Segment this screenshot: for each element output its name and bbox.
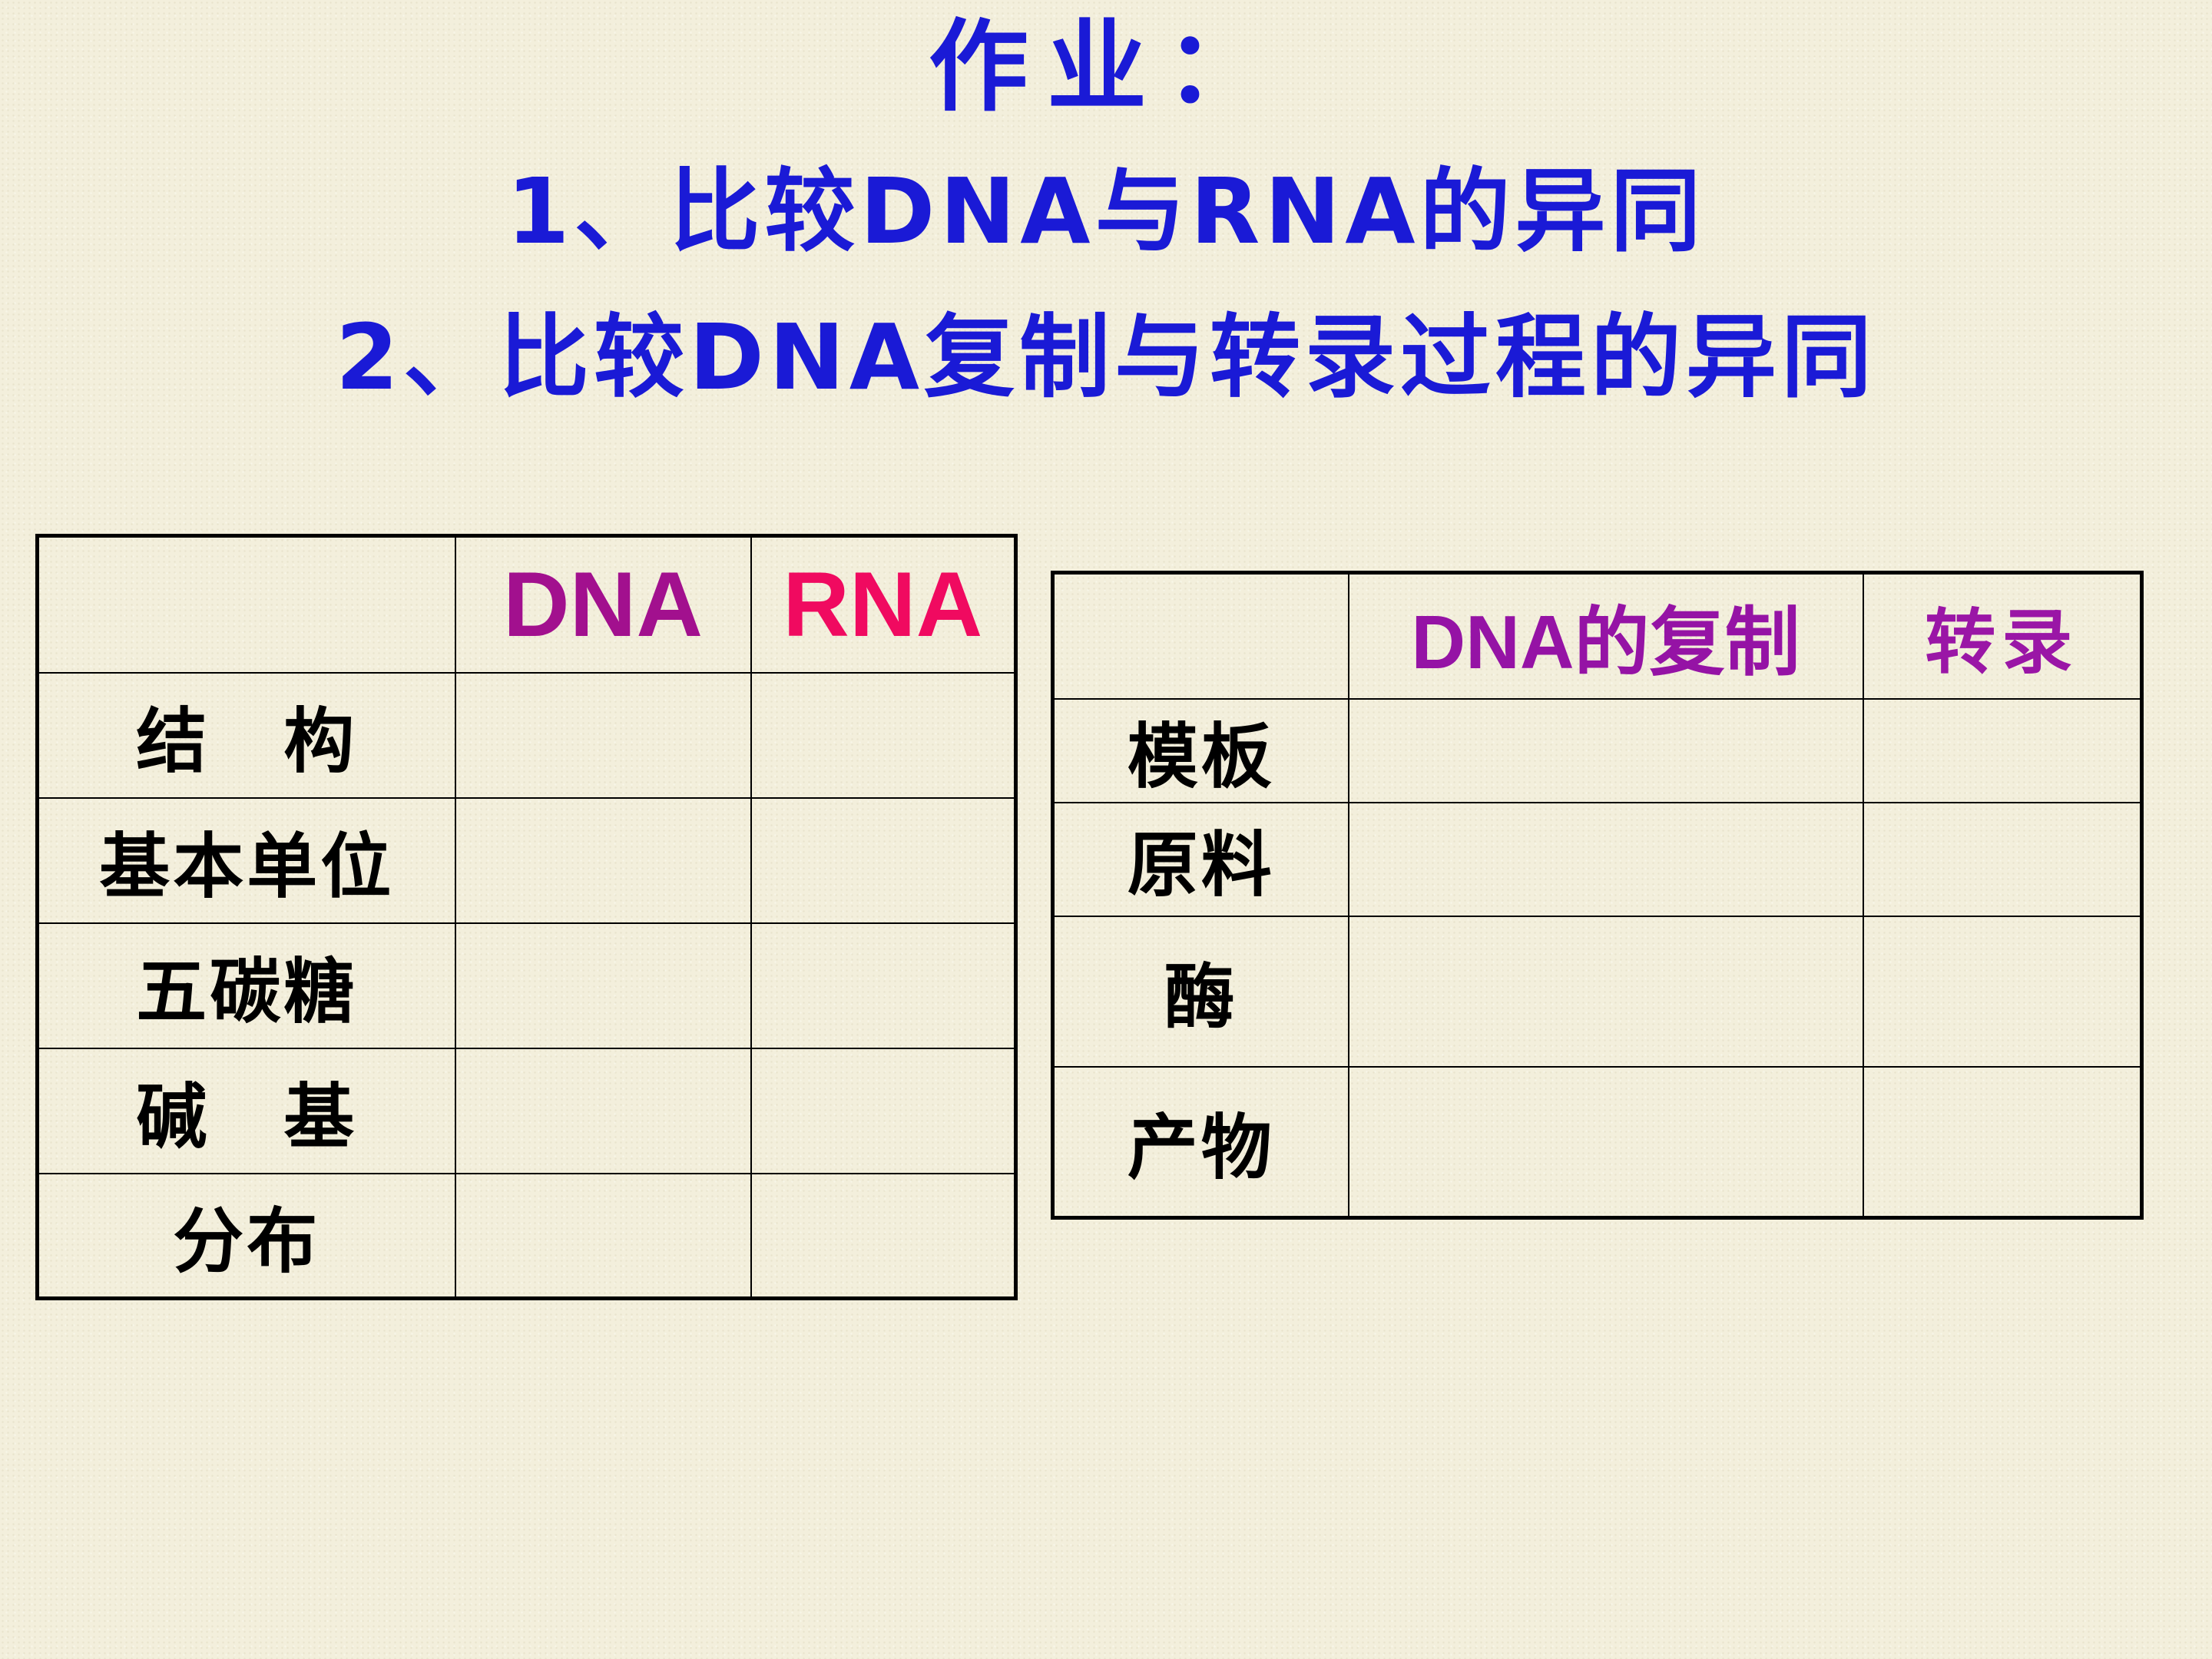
table-row: 原料 [1051,801,2143,917]
answer-cell-dna-basic-unit[interactable] [454,796,752,924]
row-label-raw-material: 原料 [1051,801,1349,917]
answer-cell-dna-pentose[interactable] [454,922,752,1049]
table-row: 结 构 [36,671,1017,799]
answer-cell-rna-basic-unit[interactable] [750,796,1017,924]
table-row: 基本单位 [36,796,1017,924]
answer-cell-transcription-enzyme[interactable] [1862,915,2143,1068]
header-empty-cell [1051,571,1349,700]
answer-cell-replication-raw-material[interactable] [1347,801,1864,917]
replication-transcription-table: DNA的复制 转录 模板 原料 酶 产物 [1051,571,2144,1220]
table-row: 碱 基 [36,1047,1017,1174]
row-label-pentose: 五碳糖 [36,922,456,1049]
table-header-row: DNA RNA [36,535,1017,674]
answer-cell-rna-pentose[interactable] [750,922,1017,1049]
column-header-dna: DNA [454,535,752,674]
answer-cell-dna-distribution[interactable] [454,1172,752,1300]
task-2-compare-replication-transcription: 2、比较DNA复制与转录过程的异同 [335,304,1877,410]
answer-cell-transcription-raw-material[interactable] [1862,801,2143,917]
row-label-base: 碱 基 [36,1047,456,1174]
answer-cell-replication-enzyme[interactable] [1347,915,1864,1068]
answer-cell-transcription-product[interactable] [1862,1065,2143,1219]
table-header-row: DNA的复制 转录 [1051,571,2143,700]
row-label-product: 产物 [1051,1065,1349,1219]
table-row: 五碳糖 [36,922,1017,1049]
row-label-enzyme: 酶 [1051,915,1349,1068]
column-header-transcription: 转录 [1862,571,2143,700]
task-1-compare-dna-rna: 1、比较DNA与RNA的异同 [506,158,1706,264]
answer-cell-replication-product[interactable] [1347,1065,1864,1219]
row-label-distribution: 分布 [36,1172,456,1300]
column-header-dna-replication: DNA的复制 [1347,571,1864,700]
table-row: 产物 [1051,1065,2143,1219]
answer-cell-rna-base[interactable] [750,1047,1017,1174]
row-label-template: 模板 [1051,697,1349,803]
answer-cell-rna-distribution[interactable] [750,1172,1017,1300]
answer-cell-rna-structure[interactable] [750,671,1017,799]
answer-cell-replication-template[interactable] [1347,697,1864,803]
table-row: 酶 [1051,915,2143,1068]
answer-cell-dna-structure[interactable] [454,671,752,799]
dna-rna-comparison-table: DNA RNA 结 构 基本单位 五碳糖 碱 基 分布 [35,534,1018,1300]
table-row: 分布 [36,1172,1017,1300]
row-label-structure: 结 构 [36,671,456,799]
answer-cell-transcription-template[interactable] [1862,697,2143,803]
header-empty-cell [36,535,456,674]
table-row: 模板 [1051,697,2143,803]
row-label-basic-unit: 基本单位 [36,796,456,924]
homework-title: 作业： [928,8,1283,125]
answer-cell-dna-base[interactable] [454,1047,752,1174]
column-header-rna: RNA [750,535,1017,674]
